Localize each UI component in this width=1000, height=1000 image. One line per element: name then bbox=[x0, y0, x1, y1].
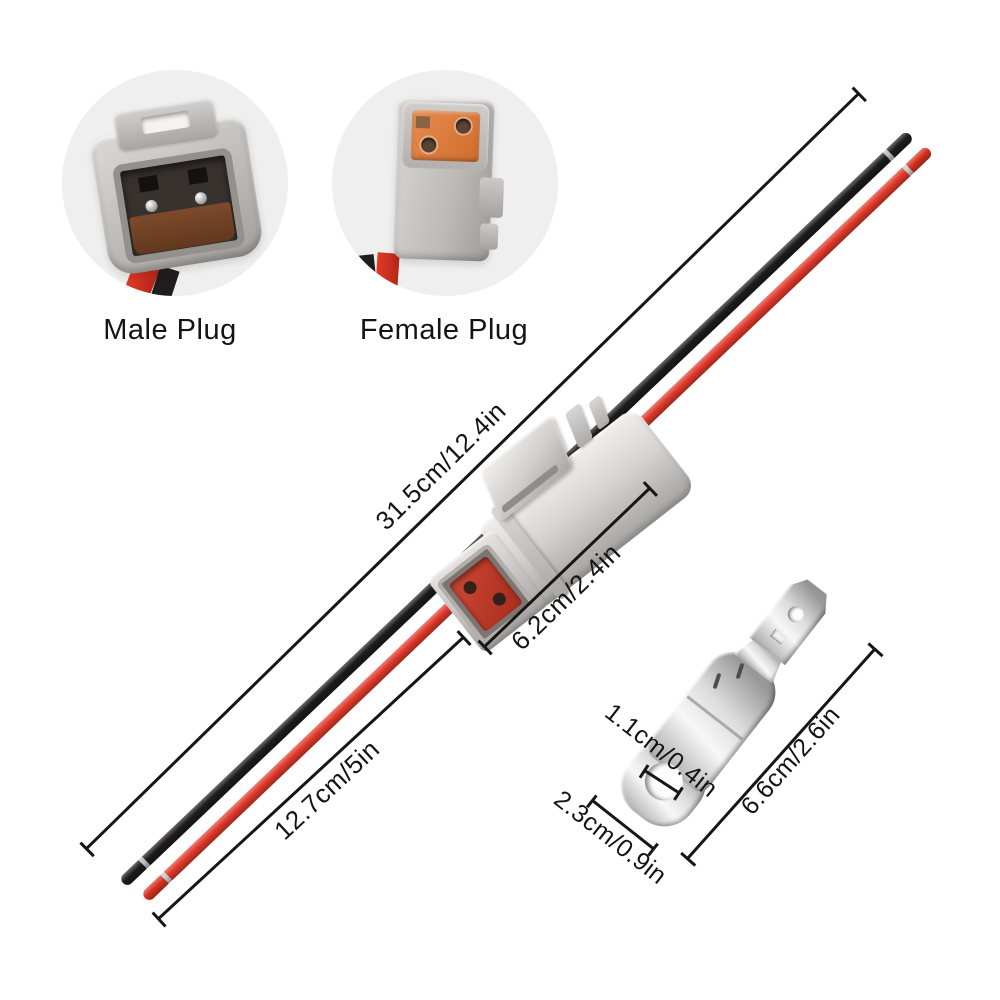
female-plug-connector bbox=[393, 96, 505, 262]
female-plug-photo bbox=[332, 70, 558, 296]
male-plug-latch-slot bbox=[140, 110, 191, 135]
dimension-line-wire-length bbox=[157, 635, 465, 921]
seal-wire-hole bbox=[490, 589, 509, 609]
male-plug-photo bbox=[62, 70, 288, 296]
seal-wire-hole bbox=[460, 578, 480, 597]
female-plug-label: Female Plug bbox=[359, 314, 529, 346]
mounting-bracket bbox=[603, 559, 852, 843]
male-plug-socket-left bbox=[137, 174, 160, 193]
connector-rear-notch bbox=[588, 394, 611, 431]
female-plug-hole bbox=[420, 137, 437, 153]
male-plug-socket-right bbox=[187, 167, 209, 185]
female-plug-orange-insert bbox=[410, 109, 481, 163]
male-plug-connector bbox=[86, 93, 266, 296]
female-plug-hole bbox=[455, 118, 472, 134]
female-plug-face bbox=[401, 101, 490, 171]
male-plug-label: Male Plug bbox=[103, 314, 237, 346]
female-plug-red-wire bbox=[374, 252, 400, 296]
dimension-label-wire-length: 12.7cm/5in bbox=[268, 733, 386, 846]
female-plug-latch-tab bbox=[479, 223, 499, 250]
female-plug-latch-tab bbox=[478, 177, 505, 219]
female-plug-notch bbox=[415, 115, 431, 129]
